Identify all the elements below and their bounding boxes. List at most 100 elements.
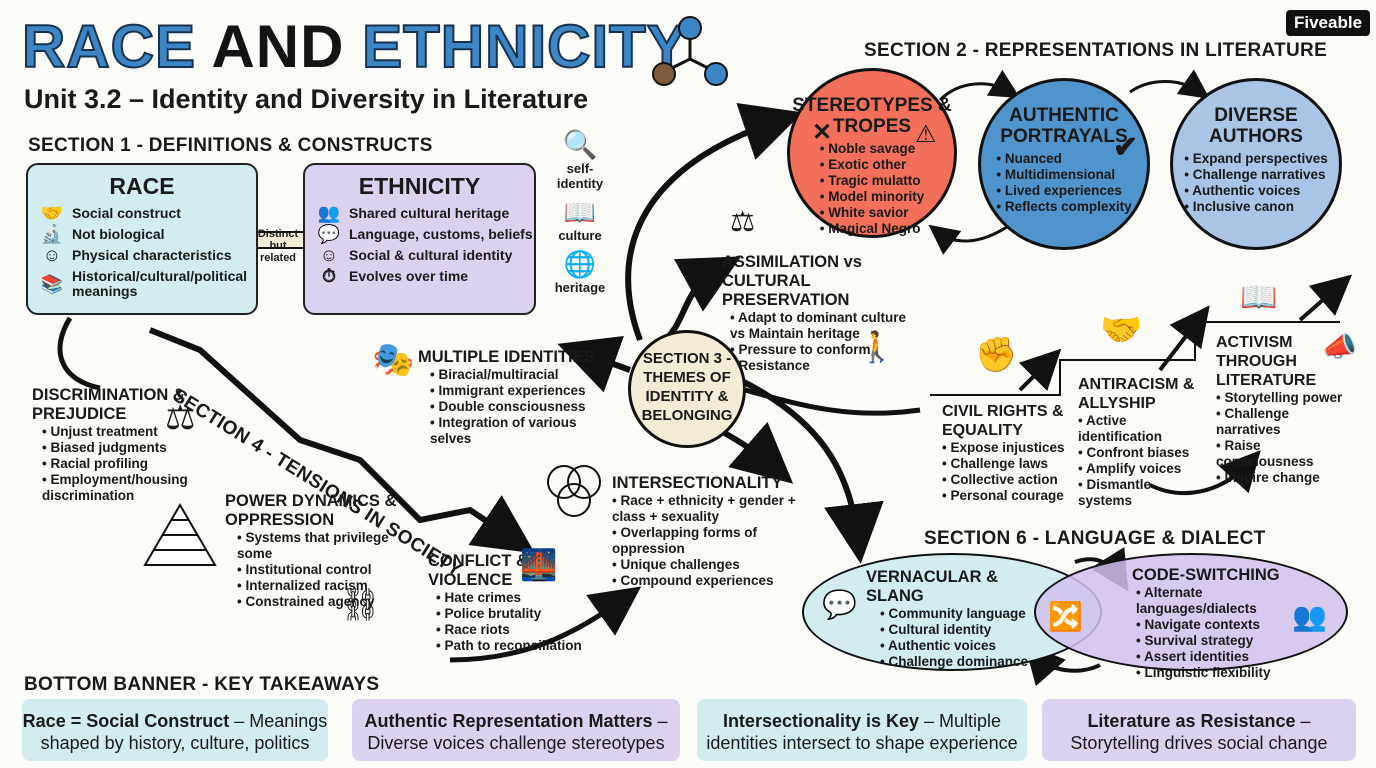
circle-item: Inclusive canon	[1184, 199, 1328, 215]
codeswitch-item: Alternate languages/dialects	[1136, 585, 1312, 617]
race-item: ☺Physical characteristics	[40, 246, 256, 264]
codeswitch-item: Assert identities	[1136, 649, 1312, 665]
discrimination-item: Biased judgments	[42, 440, 212, 456]
vernacular-item: Challenge dominance	[880, 654, 1046, 670]
intersectionality-item: Overlapping forms of oppression	[612, 525, 822, 557]
scales-icon: ⚖	[165, 399, 196, 437]
shuffle-icon: 🔀	[1048, 601, 1083, 632]
vernacular-title: VERNACULAR & SLANG	[866, 568, 998, 605]
section3-hub: SECTION 3 - THEMES OF IDENTITY & BELONGI…	[628, 330, 746, 448]
takeaway-text: – Storytelling drives social change	[1070, 711, 1328, 753]
page-subtitle: Unit 3.2 – Identity and Diversity in Lit…	[24, 84, 589, 114]
race-card-title: RACE	[109, 173, 175, 199]
conflict-title: CONFLICT & VIOLENCE	[428, 552, 528, 589]
brand-logo: Fiveable	[1286, 10, 1371, 36]
circle-item: Model minority	[820, 189, 924, 205]
race-item: 🔬Not biological	[40, 224, 165, 244]
circle-item: Tragic mulatto	[820, 173, 925, 189]
takeaway-text: – Meanings shaped by history, culture, p…	[40, 711, 328, 753]
broken-chain-icon: ⛓	[340, 586, 381, 622]
group-chat-icon: 👥	[1292, 601, 1327, 632]
codeswitch-block: CODE-SWITCHING Alternate languages/diale…	[1132, 566, 1312, 681]
vernacular-block: VERNACULAR & SLANG Community language Cu…	[866, 568, 1046, 670]
codeswitch-title: CODE-SWITCHING	[1132, 566, 1280, 584]
antiracism-block: ANTIRACISM & ALLYSHIP Active identificat…	[1078, 375, 1198, 509]
takeaway-card: Intersectionality is Key – Multiple iden…	[697, 699, 1027, 761]
civil-rights-block: CIVIL RIGHTS & EQUALITY Expose injustice…	[942, 402, 1072, 504]
title-ethnicity: ETHNICITY	[361, 12, 688, 81]
multiple-title: MULTIPLE IDENTITIES	[418, 348, 595, 366]
title-and: AND	[211, 13, 345, 80]
circle-item: Expand perspectives	[1184, 151, 1328, 167]
circle-item: Nuanced	[996, 151, 1131, 167]
conflict-item: Race riots	[436, 622, 588, 638]
discrimination-item: Racial profiling	[42, 456, 212, 472]
circle-item: Challenge narratives	[1184, 167, 1328, 183]
antiracism-title: ANTIRACISM & ALLYSHIP	[1078, 376, 1195, 412]
intersectionality-block: INTERSECTIONALITY Race + ethnicity + gen…	[612, 474, 822, 589]
discrimination-item: Unjust treatment	[42, 424, 212, 440]
civil-item: Collective action	[942, 472, 1072, 488]
circle-item: Reflects complexity	[996, 199, 1132, 215]
multiple-item: Biracial/multiracial	[430, 367, 618, 383]
assimilation-item: Adapt to dominant culture vs Maintain he…	[730, 310, 922, 342]
section2-heading: SECTION 2 - REPRESENTATIONS IN LITERATUR…	[864, 40, 1328, 61]
title-race: RACE	[21, 12, 197, 81]
activism-item: Challenge narratives	[1216, 406, 1344, 438]
antiracism-item: Active identification	[1078, 413, 1198, 445]
connected-people-icon	[650, 14, 730, 92]
ethnicity-card: ETHNICITY 👥Shared cultural heritage 💬Lan…	[303, 163, 536, 315]
banner-heading: BOTTOM BANNER - KEY TAKEAWAYS	[24, 674, 380, 695]
section6-heading: SECTION 6 - LANGUAGE & DIALECT	[924, 528, 1266, 549]
conflict-item: Police brutality	[436, 606, 588, 622]
power-dynamics-block: POWER DYNAMICS & OPPRESSION Systems that…	[225, 492, 425, 610]
microscope-icon: 🔬	[40, 224, 64, 244]
circle-title: STEREOTYPES & TROPES	[792, 95, 952, 137]
page-title: RACE AND ETHNICITY	[21, 12, 688, 82]
vernacular-item: Cultural identity	[880, 622, 1046, 638]
conflict-block: CONFLICT & VIOLENCE Hate crimes Police b…	[428, 552, 588, 654]
circle-title: AUTHENTIC PORTRAYALS	[1000, 105, 1128, 147]
activism-item: Raise consciousness	[1216, 438, 1344, 470]
activism-title: ACTIVISM THROUGH LITERATURE	[1216, 334, 1317, 389]
conflict-item: Path to reconciliation	[436, 638, 588, 654]
activism-item: Storytelling power	[1216, 390, 1344, 406]
clock-icon: ⏱	[321, 266, 337, 286]
side-icon-label: culture	[558, 228, 602, 243]
discrimination-item: Employment/housing discrimination	[42, 472, 212, 504]
authentic-circle: AUTHENTIC PORTRAYALS Nuanced Multidimens…	[978, 78, 1150, 250]
books-icon: 📚	[40, 273, 64, 294]
intersectionality-item: Compound experiences	[612, 573, 822, 589]
intersectionality-item: Race + ethnicity + gender + class + sexu…	[612, 493, 822, 525]
intersectionality-item: Unique challenges	[612, 557, 822, 573]
takeaway-bold: Race = Social Construct	[22, 711, 230, 731]
megaphone-icon: 📣	[1322, 331, 1357, 362]
venn-icon	[542, 460, 606, 520]
diverse-authors-circle: DIVERSE AUTHORS Expand perspectives Chal…	[1170, 78, 1342, 250]
power-item: Constrained agency	[237, 594, 425, 610]
stereotypes-circle: STEREOTYPES & TROPES Noble savage Exotic…	[787, 68, 957, 238]
handshake-icon: 🤝	[1100, 311, 1143, 349]
distinct-connector-label: Distinct but related	[257, 228, 299, 264]
assimilation-item: Resistance	[730, 358, 922, 374]
multiple-identities-block: MULTIPLE IDENTITIES Biracial/multiracial…	[418, 348, 618, 447]
speech-icon: 💬	[317, 224, 341, 244]
open-book-icon: 📖	[1240, 281, 1278, 314]
assimilation-item: Pressure to conform	[730, 342, 922, 358]
multiple-item: Double consciousness	[430, 399, 618, 415]
checkmark-icon: ✔	[1113, 131, 1139, 164]
ethnicity-item: 👥Shared cultural heritage	[317, 203, 510, 223]
takeaway-text: – Diverse voices challenge stereotypes	[367, 711, 668, 753]
circle-item: Authentic voices	[1184, 183, 1328, 199]
side-icon-label: heritage	[554, 280, 606, 295]
multiple-item: Integration of various selves	[430, 415, 618, 447]
codeswitch-item: Survival strategy	[1136, 633, 1312, 649]
takeaway-card: Literature as Resistance – Storytelling …	[1042, 699, 1356, 761]
intersectionality-title: INTERSECTIONALITY	[612, 474, 783, 492]
multiple-item: Immigrant experiences	[430, 383, 618, 399]
antiracism-item: Amplify voices	[1078, 461, 1198, 477]
race-item: 🤝Social construct	[40, 203, 181, 223]
pyramid-icon	[140, 500, 220, 570]
circle-item: Magical Negro	[820, 221, 925, 237]
race-item: 📚Historical/cultural/political meanings	[40, 268, 248, 299]
